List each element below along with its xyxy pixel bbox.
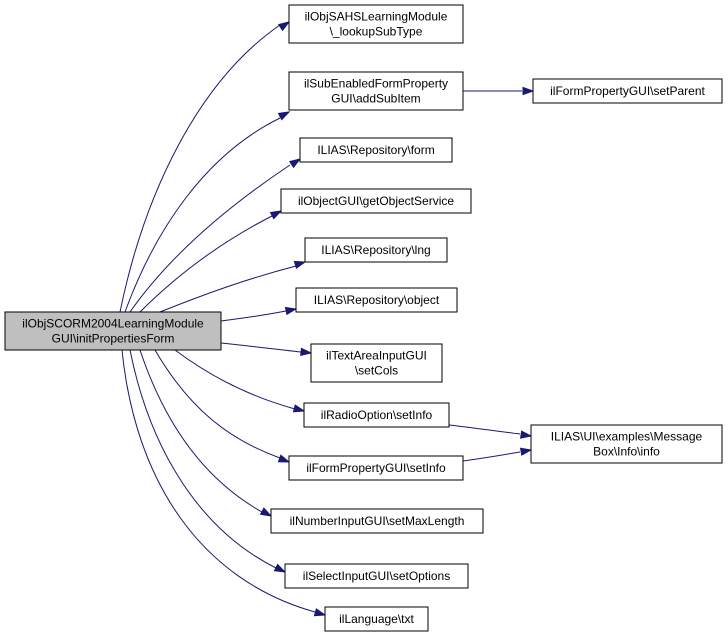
arrowhead bbox=[277, 111, 291, 121]
edge-line bbox=[220, 342, 302, 353]
node-n3[interactable]: ilFormPropertyGUI\setParent bbox=[532, 78, 723, 104]
node-label-line: ILIAS\UI\examples\Message bbox=[551, 430, 703, 444]
node-n9[interactable]: ilRadioOption\setInfo bbox=[303, 402, 450, 428]
node-label-line: GUI\addSubItem bbox=[331, 92, 420, 106]
node-n1[interactable]: ilObjSAHSLearningModule\_lookupSubType bbox=[288, 4, 464, 44]
node-label-line: ilFormPropertyGUI\setParent bbox=[550, 84, 705, 98]
edge-root-n7 bbox=[220, 306, 298, 322]
arrowhead bbox=[300, 347, 313, 357]
arrowhead bbox=[520, 430, 533, 439]
edge-root-n14 bbox=[121, 349, 327, 617]
node-n12[interactable]: ilNumberInputGUI\setMaxLength bbox=[270, 508, 484, 534]
edge-n2-n3 bbox=[463, 86, 535, 96]
node-n11[interactable]: ilFormPropertyGUI\setInfo bbox=[288, 455, 464, 481]
node-box[interactable] bbox=[288, 71, 464, 111]
node-label-line: Box\Info\info bbox=[593, 445, 660, 459]
arrowhead bbox=[269, 210, 283, 220]
edge-n11-n10 bbox=[462, 447, 533, 462]
edge-line bbox=[119, 24, 281, 313]
edge-line bbox=[154, 349, 281, 459]
node-label-line: ILIAS\Repository\lng bbox=[321, 243, 430, 257]
node-n5[interactable]: ilObjectGUI\getObjectService bbox=[280, 188, 472, 214]
edge-line bbox=[174, 349, 296, 410]
edge-line bbox=[129, 164, 291, 313]
arrowhead bbox=[259, 507, 273, 517]
node-box[interactable] bbox=[532, 78, 723, 104]
arrowhead bbox=[293, 260, 307, 269]
node-box[interactable] bbox=[270, 508, 484, 534]
node-label-line: ilNumberInputGUI\setMaxLength bbox=[290, 514, 465, 528]
edge-line bbox=[129, 349, 277, 569]
node-label-line: \setCols bbox=[355, 364, 398, 378]
node-box[interactable] bbox=[324, 606, 429, 632]
node-label-line: ilObjSCORM2004LearningModule bbox=[22, 317, 204, 331]
node-label-line: ilLanguage\txt bbox=[339, 612, 414, 626]
edge-root-n2 bbox=[124, 111, 291, 313]
node-box[interactable] bbox=[4, 311, 222, 351]
node-label-line: ilTextAreaInputGUI bbox=[326, 349, 427, 363]
edge-root-n4 bbox=[129, 158, 302, 313]
node-root[interactable]: ilObjSCORM2004LearningModuleGUI\initProp… bbox=[4, 311, 222, 351]
edge-root-n6 bbox=[159, 260, 307, 313]
edge-root-n12 bbox=[139, 349, 273, 517]
node-box[interactable] bbox=[303, 402, 450, 428]
node-label-line: ilObjectGUI\getObjectService bbox=[298, 194, 454, 208]
node-label-line: GUI\initPropertiesForm bbox=[52, 332, 175, 346]
node-box[interactable] bbox=[299, 137, 453, 163]
node-n4[interactable]: ILIAS\Repository\form bbox=[299, 137, 453, 163]
arrowhead bbox=[292, 404, 306, 413]
arrowhead bbox=[284, 306, 298, 316]
edge-root-n8 bbox=[220, 342, 313, 357]
arrowhead bbox=[522, 86, 535, 96]
edge-line bbox=[121, 349, 316, 613]
node-box[interactable] bbox=[295, 287, 458, 313]
node-n8[interactable]: ilTextAreaInputGUI\setCols bbox=[310, 343, 443, 383]
node-label-line: ilRadioOption\setInfo bbox=[321, 408, 433, 422]
edge-line bbox=[462, 451, 521, 462]
node-box[interactable] bbox=[288, 455, 464, 481]
edges-layer bbox=[119, 21, 535, 617]
arrowhead bbox=[313, 608, 327, 617]
node-box[interactable] bbox=[280, 188, 472, 214]
nodes-layer: ilObjSCORM2004LearningModuleGUI\initProp… bbox=[4, 4, 723, 632]
arrowhead bbox=[277, 21, 291, 32]
arrowhead bbox=[288, 158, 302, 169]
node-label-line: ilSelectInputGUI\setOptions bbox=[303, 569, 450, 583]
node-n6[interactable]: ILIAS\Repository\lng bbox=[304, 237, 448, 263]
node-box[interactable] bbox=[310, 343, 443, 383]
edge-root-n9 bbox=[174, 349, 306, 413]
arrowhead bbox=[519, 447, 533, 456]
edge-root-n13 bbox=[129, 349, 287, 573]
arrowhead bbox=[277, 454, 291, 463]
edge-root-n5 bbox=[139, 210, 283, 313]
node-label-line: ILIAS\Repository\object bbox=[314, 293, 440, 307]
node-label-line: ilObjSAHSLearningModule bbox=[305, 10, 448, 24]
node-label-line: ilFormPropertyGUI\setInfo bbox=[306, 461, 446, 475]
node-n13[interactable]: ilSelectInputGUI\setOptions bbox=[284, 563, 469, 589]
node-box[interactable] bbox=[304, 237, 448, 263]
node-box[interactable] bbox=[530, 424, 723, 464]
node-label-line: ILIAS\Repository\form bbox=[317, 143, 434, 157]
node-label-line: ilSubEnabledFormProperty bbox=[304, 77, 448, 91]
edge-line bbox=[139, 215, 273, 313]
node-n14[interactable]: ilLanguage\txt bbox=[324, 606, 429, 632]
edge-root-n11 bbox=[154, 349, 291, 463]
node-n7[interactable]: ILIAS\Repository\object bbox=[295, 287, 458, 313]
edge-line bbox=[124, 117, 281, 313]
edge-root-n1 bbox=[119, 21, 291, 313]
edge-line bbox=[159, 265, 297, 313]
edge-line bbox=[139, 349, 263, 513]
edge-line bbox=[448, 424, 521, 435]
edge-line bbox=[220, 310, 287, 322]
edge-n9-n10 bbox=[448, 424, 533, 439]
node-label-line: \_lookupSubType bbox=[330, 25, 423, 39]
node-box[interactable] bbox=[284, 563, 469, 589]
arrowhead bbox=[273, 563, 287, 573]
node-box[interactable] bbox=[288, 4, 464, 44]
